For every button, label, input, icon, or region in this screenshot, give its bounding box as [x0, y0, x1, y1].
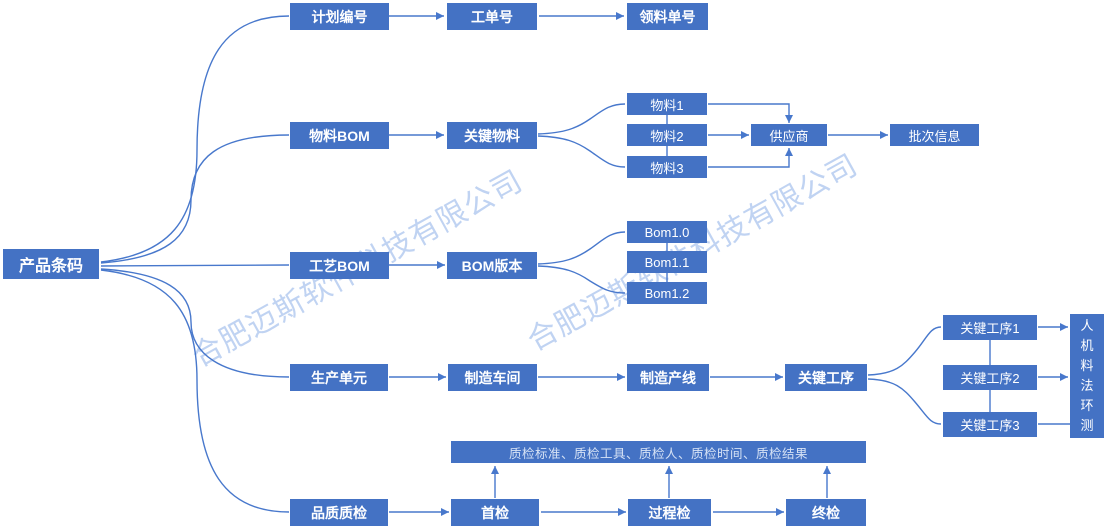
node-supplier: 供应商 [751, 124, 827, 146]
node-bom-1-0: Bom1.0 [627, 221, 707, 243]
node-batch-info: 批次信息 [890, 124, 979, 146]
node-first-inspection: 首检 [451, 499, 539, 526]
node-process-bom: 工艺BOM [290, 252, 389, 279]
node-work-order: 工单号 [447, 3, 537, 30]
node-process-inspection: 过程检 [628, 499, 711, 526]
edge-material1-supplier [708, 103, 793, 123]
node-requisition-number: 领料单号 [627, 3, 708, 30]
node-product-barcode: 产品条码 [3, 249, 99, 279]
fork-keyprocess-kp1 [867, 326, 942, 376]
node-key-material: 关键物料 [447, 122, 537, 149]
fork-keymaterial-material1 [537, 103, 626, 135]
fork-bomversion-bom10 [537, 231, 626, 265]
node-bom-1-1: Bom1.1 [627, 251, 707, 273]
node-production-line: 制造产线 [627, 364, 709, 391]
branch-root-process-bom [100, 264, 290, 267]
node-final-inspection: 终检 [786, 499, 866, 526]
qc-attributes-bar: 质检标准、质检工具、质检人、质检时间、质检结果 [451, 441, 866, 463]
fork-keyprocess-kp3 [867, 378, 942, 425]
fork-keymaterial-material3 [537, 135, 626, 168]
node-man-machine-material-method-env-measure: 人机料法环测 [1070, 314, 1104, 438]
node-key-process-2: 关键工序2 [943, 365, 1037, 390]
node-key-process-3: 关键工序3 [943, 412, 1037, 437]
node-workshop: 制造车间 [448, 364, 537, 391]
node-material-bom: 物料BOM [290, 122, 389, 149]
node-bom-version: BOM版本 [447, 252, 537, 279]
node-material-1: 物料1 [627, 93, 707, 115]
node-material-3: 物料3 [627, 156, 707, 178]
node-plan-number: 计划编号 [290, 3, 389, 30]
branch-root-plan [100, 15, 290, 263]
node-quality-inspection: 品质质检 [290, 499, 388, 526]
branch-root-material-bom [100, 134, 290, 264]
edge-material3-supplier [708, 148, 793, 168]
fork-bomversion-bom12 [537, 265, 626, 294]
node-material-2: 物料2 [627, 124, 707, 146]
factors-vertical-label: 人机料法环测 [1080, 318, 1094, 433]
node-key-process-1: 关键工序1 [943, 315, 1037, 340]
branch-root-qc [100, 269, 290, 513]
node-key-process: 关键工序 [785, 364, 867, 391]
branch-root-production-unit [100, 268, 290, 378]
node-production-unit: 生产单元 [290, 364, 388, 391]
node-bom-1-2: Bom1.2 [627, 282, 707, 304]
